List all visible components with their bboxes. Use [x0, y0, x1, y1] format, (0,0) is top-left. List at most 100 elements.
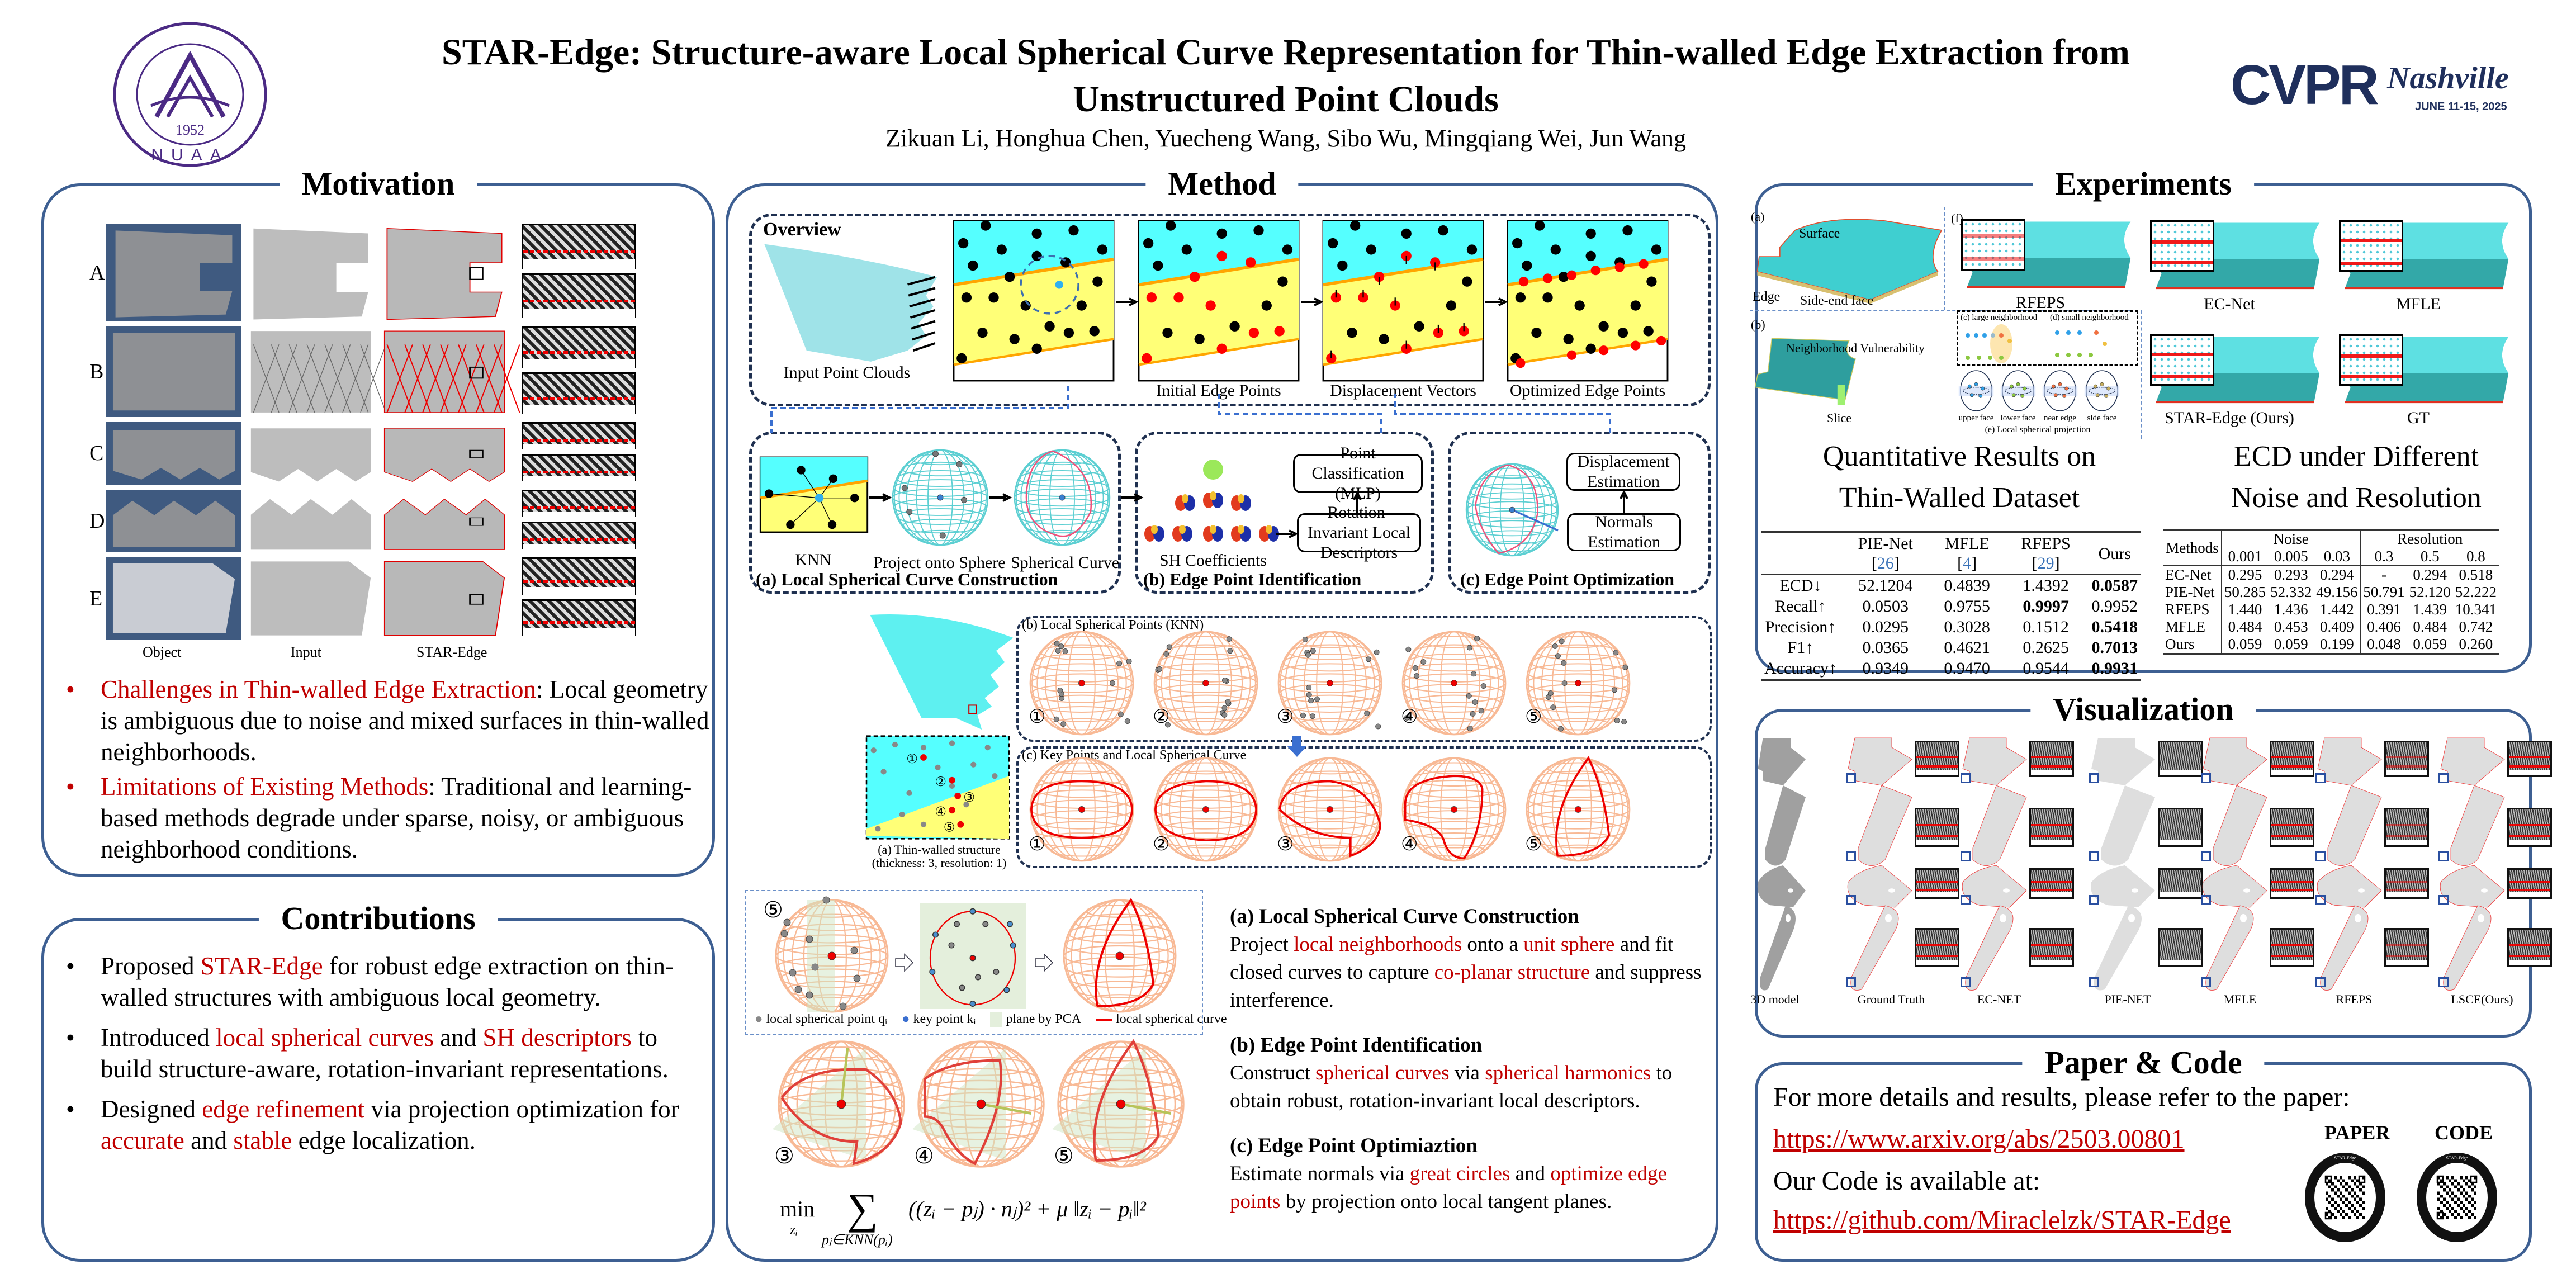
visualization-column-label: Ground Truth — [1857, 992, 1925, 1006]
point-marker — [1466, 645, 1472, 651]
point-marker — [956, 461, 963, 467]
text-segment: : Traditional and learning-based methods… — [101, 773, 692, 863]
point-marker — [1277, 276, 1288, 287]
result-shape — [1959, 906, 2026, 989]
zoom-inset — [2029, 928, 2074, 967]
citation[interactable]: 29 — [2032, 554, 2060, 572]
key-point-marker — [957, 821, 964, 828]
background-region — [2031, 840, 2072, 845]
point-classification-box: Point Classification (MLP) — [1293, 444, 1423, 503]
flow-arrow-icon — [1485, 297, 1508, 306]
point-marker — [2055, 353, 2059, 357]
experiments-title: Experiments — [2033, 164, 2254, 204]
value-cell: 0.391 — [2360, 601, 2407, 618]
edge-point-line — [523, 250, 635, 253]
point-marker — [932, 451, 939, 457]
point-marker — [963, 802, 969, 808]
point-marker — [1059, 494, 1066, 501]
result-shape — [1845, 906, 1912, 989]
pca-plane-projection — [920, 903, 1026, 1009]
point-marker — [850, 946, 858, 954]
point-marker — [1366, 244, 1376, 255]
point-marker — [1466, 693, 1472, 699]
point-marker — [2058, 382, 2062, 386]
optimization-formula: min zᵢ ∑ pⱼ∈KNN(pᵢ) ((zᵢ − pⱼ) · nⱼ)² + … — [780, 1184, 1146, 1248]
overview-label: Overview — [763, 219, 841, 240]
value-cell: 0.059 — [2220, 636, 2269, 654]
paper-text: For more details and results, please ref… — [1773, 1082, 2350, 1112]
zoom-inset — [2029, 868, 2074, 899]
point-marker — [1310, 713, 1315, 719]
key-point-marker — [920, 754, 927, 761]
qr-label-paper: PAPER — [2324, 1121, 2390, 1144]
sphere-index-label: ④ — [914, 1143, 934, 1169]
point-marker — [1221, 678, 1228, 683]
project-sphere — [892, 449, 989, 546]
code-link[interactable]: https://github.com/Miraclelzk/STAR-Edge — [1773, 1205, 2231, 1235]
text-segment: to build structure-aware, rotation-invar… — [101, 1024, 669, 1083]
point-marker — [1991, 333, 1995, 338]
desc-heading: (a) Local Spherical Curve Construction — [1230, 905, 1579, 928]
zoom-inset — [1915, 741, 1959, 777]
svg-text:NUAA: NUAA — [151, 146, 229, 164]
point-marker — [1202, 680, 1209, 686]
point-marker — [1330, 292, 1342, 303]
knn-sphere — [1029, 631, 1134, 736]
point-marker — [2089, 353, 2093, 357]
point-marker — [1522, 260, 1532, 271]
point-marker — [1097, 244, 1108, 255]
point-marker — [974, 974, 982, 981]
spherical-curve — [780, 1068, 902, 1166]
divider — [2141, 310, 2142, 439]
knn-sphere — [1277, 631, 1382, 736]
point-index-label: ④ — [935, 805, 946, 819]
value-cell: 0.453 — [2274, 618, 2308, 635]
point-marker — [1379, 334, 1389, 344]
flow-arrow-icon — [869, 493, 892, 502]
paper-link[interactable]: https://www.arxiv.org/abs/2503.00801 — [1773, 1124, 2185, 1154]
point-marker — [2023, 386, 2027, 391]
point-marker — [906, 790, 912, 796]
point-marker — [1575, 806, 1581, 813]
point-marker — [1004, 271, 1015, 282]
divider — [1750, 310, 2130, 311]
result-shape — [2200, 865, 2267, 907]
curve-sphere — [1153, 757, 1258, 862]
fitted-curve-sphere — [1063, 898, 1177, 1013]
object-photo-shape — [115, 230, 233, 318]
edge-point-band — [1963, 257, 2024, 261]
flow-arrow-icon — [1301, 297, 1324, 306]
point-marker — [2066, 353, 2071, 357]
point-marker — [1300, 712, 1306, 718]
contribution-bullet: Introduced local spherical curves and SH… — [66, 1022, 711, 1085]
paper-code-panel: Paper & Code — [1755, 1043, 2532, 1262]
header-cell: 0.005 — [2274, 548, 2308, 565]
background-region — [2271, 770, 2313, 775]
result-shape — [1760, 906, 1796, 991]
normal-vector — [840, 1047, 849, 1105]
experiments-panel: Experiments — [1755, 164, 2532, 673]
edge-point-band — [1916, 889, 1958, 892]
point-marker — [2103, 342, 2107, 346]
citation[interactable]: 4 — [1957, 554, 1977, 572]
point-marker — [827, 951, 836, 960]
edge-point-band — [2341, 239, 2402, 243]
row-label: B — [89, 360, 104, 383]
edge-point-band — [1916, 765, 1958, 768]
normal-sphere — [1052, 1039, 1185, 1168]
value-cell: 50.791 — [2360, 584, 2407, 601]
edge-point-band — [1916, 954, 1958, 957]
citation[interactable]: 26 — [1872, 554, 1900, 572]
spherical-curve-label: Spherical Curve — [1010, 553, 1120, 572]
zoom-marker — [2201, 851, 2211, 861]
step-b-title: (b) Edge Point Identification — [1143, 569, 1362, 589]
point-marker — [2104, 394, 2109, 398]
local-spherical-points-box — [1016, 616, 1712, 742]
visualization-column-label: LSCE(Ours) — [2451, 992, 2513, 1006]
face-label: lower face — [2000, 414, 2036, 423]
text-segment: and — [184, 1126, 234, 1154]
point-marker — [1189, 271, 1200, 282]
value-cell: 0.199 — [2319, 636, 2354, 652]
method-panel: Method — [726, 164, 1718, 1262]
